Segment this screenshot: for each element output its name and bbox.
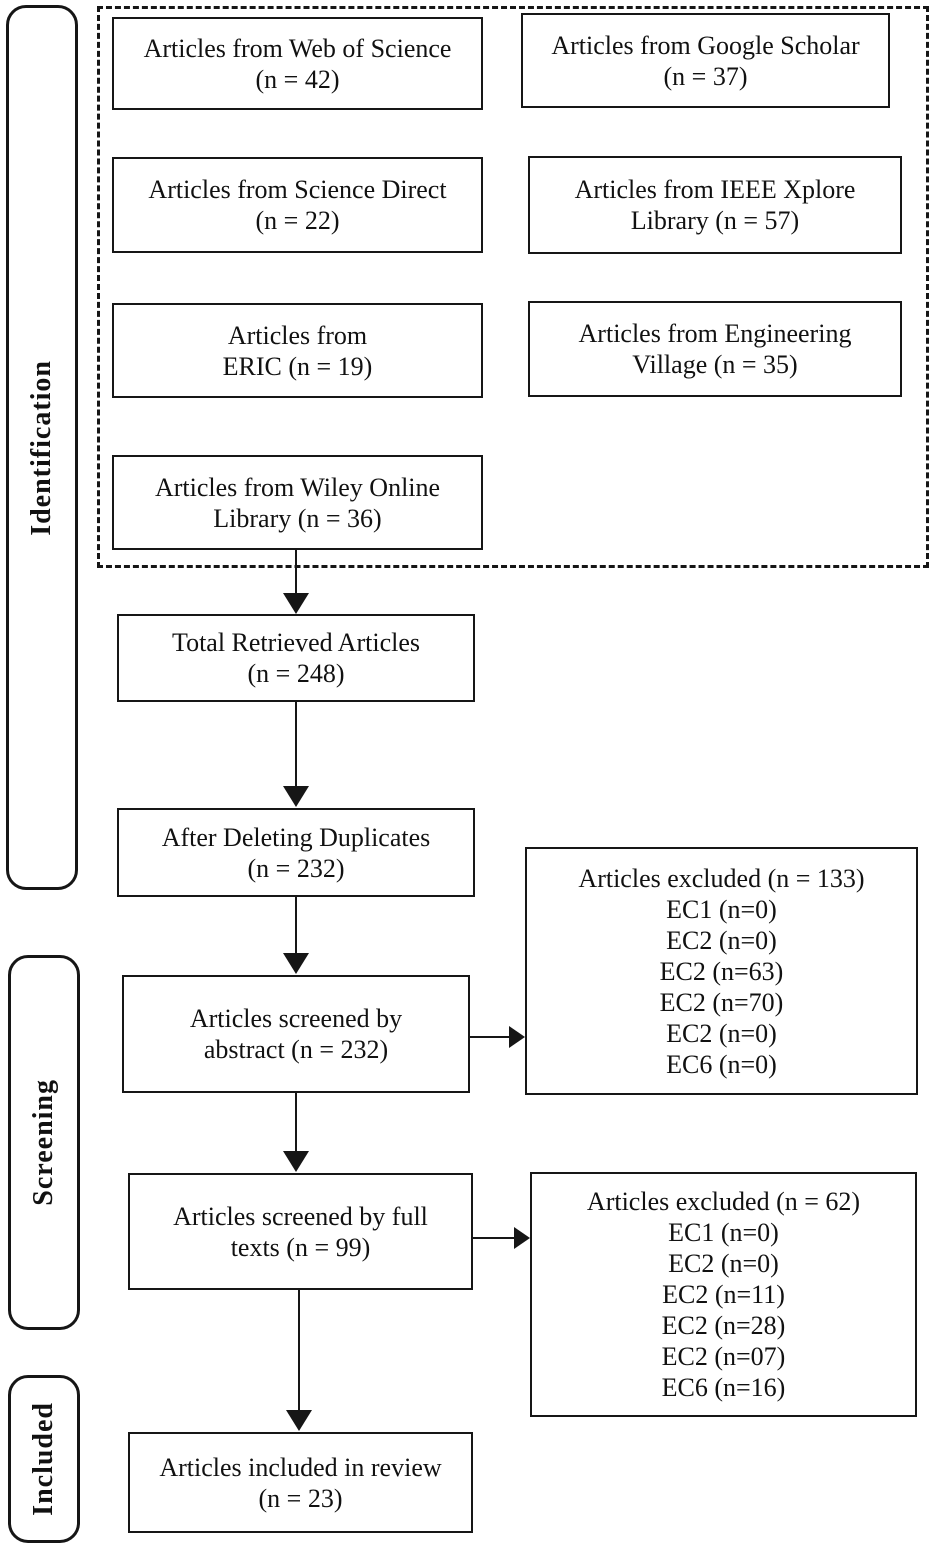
source-box-ieee-xplore: Articles from IEEE Xplore Library (n = 5… bbox=[528, 156, 902, 254]
abstract-screen-box: Articles screened by abstract (n = 232) bbox=[122, 975, 470, 1093]
stage-screening-box: Screening bbox=[8, 955, 80, 1330]
arrow-line bbox=[295, 897, 297, 954]
fulltext-screen-box: Articles screened by full texts (n = 99) bbox=[128, 1173, 473, 1290]
arrow-head-down-icon bbox=[283, 1151, 309, 1172]
source-box-google-scholar: Articles from Google Scholar (n = 37) bbox=[521, 13, 890, 108]
stage-identification-box: Identification bbox=[6, 5, 78, 890]
excluded-abstract-criterion: EC6 (n=0) bbox=[666, 1049, 777, 1079]
arrow-line bbox=[298, 1290, 300, 1411]
arrow-head-down-icon bbox=[283, 593, 309, 614]
excluded-abstract-title: Articles excluded (n = 133) bbox=[578, 863, 865, 893]
excluded-abstract-criterion: EC2 (n=70) bbox=[659, 987, 784, 1017]
source-box-wiley: Articles from Wiley Online Library (n = … bbox=[112, 455, 483, 550]
stage-screening-label: Screening bbox=[28, 1079, 59, 1206]
arrow-head-down-icon bbox=[283, 953, 309, 974]
identification-cluster-border bbox=[97, 6, 929, 568]
excluded-fulltext-criterion: EC2 (n=0) bbox=[668, 1249, 779, 1278]
stage-identification-label: Identification bbox=[26, 359, 57, 536]
excluded-fulltext-criterion: EC2 (n=07) bbox=[661, 1342, 786, 1371]
excluded-fulltext-title: Articles excluded (n = 62) bbox=[586, 1187, 861, 1216]
excluded-abstract-criterion: EC2 (n=0) bbox=[666, 925, 777, 955]
total-retrieved-box: Total Retrieved Articles (n = 248) bbox=[117, 614, 475, 702]
source-box-engineering-village: Articles from Engineering Village (n = 3… bbox=[528, 301, 902, 397]
excluded-fulltext-box: Articles excluded (n = 62) EC1 (n=0) EC2… bbox=[530, 1172, 917, 1417]
arrow-line bbox=[295, 550, 297, 595]
source-box-web-of-science: Articles from Web of Science (n = 42) bbox=[112, 17, 483, 110]
arrow-head-down-icon bbox=[286, 1410, 312, 1431]
excluded-abstract-box: Articles excluded (n = 133) EC1 (n=0) EC… bbox=[525, 847, 918, 1095]
excluded-fulltext-criterion: EC2 (n=11) bbox=[662, 1280, 785, 1309]
excluded-abstract-criterion: EC2 (n=63) bbox=[659, 956, 784, 986]
excluded-fulltext-criterion: EC6 (n=16) bbox=[661, 1373, 786, 1402]
arrow-head-right-icon bbox=[514, 1227, 530, 1249]
arrow-head-down-icon bbox=[283, 786, 309, 807]
dedup-box: After Deleting Duplicates (n = 232) bbox=[117, 808, 475, 897]
arrow-line bbox=[470, 1036, 510, 1038]
arrow-line bbox=[473, 1237, 515, 1239]
excluded-fulltext-criterion: EC2 (n=28) bbox=[661, 1311, 786, 1340]
stage-included-box: Included bbox=[8, 1375, 80, 1543]
arrow-line bbox=[295, 1093, 297, 1152]
arrow-line bbox=[295, 702, 297, 787]
included-review-box: Articles included in review (n = 23) bbox=[128, 1432, 473, 1533]
excluded-abstract-criterion: EC2 (n=0) bbox=[666, 1018, 777, 1048]
arrow-head-right-icon bbox=[509, 1026, 525, 1048]
source-box-science-direct: Articles from Science Direct (n = 22) bbox=[112, 157, 483, 253]
stage-included-label: Included bbox=[28, 1402, 59, 1516]
excluded-fulltext-criterion: EC1 (n=0) bbox=[668, 1218, 779, 1247]
excluded-abstract-criterion: EC1 (n=0) bbox=[666, 894, 777, 924]
source-box-eric: Articles from ERIC (n = 19) bbox=[112, 303, 483, 398]
